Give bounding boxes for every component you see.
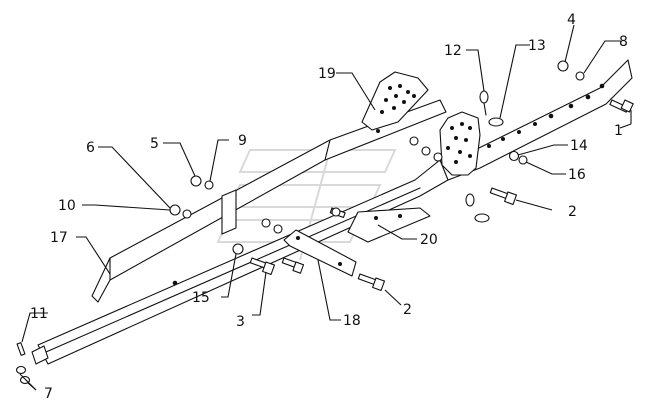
washer-15b xyxy=(261,218,271,228)
nut-15 xyxy=(232,243,244,255)
callout-20: 20 xyxy=(420,232,438,248)
bracket-20 xyxy=(347,207,431,243)
nut-6 xyxy=(169,204,181,216)
web-plate xyxy=(221,189,237,235)
callout-18: 18 xyxy=(343,313,361,329)
beam-holes xyxy=(172,83,605,286)
bracket-18 xyxy=(283,229,357,277)
nut-center xyxy=(331,207,341,217)
eye-bolt-lower xyxy=(465,193,475,207)
nut-5 xyxy=(190,175,202,187)
callout-labels: 1 2 2 3 4 5 6 7 8 9 10 11 12 13 14 15 16… xyxy=(30,12,628,402)
nut-14 xyxy=(508,150,520,162)
step-plate-right xyxy=(439,111,481,176)
bolts xyxy=(249,99,634,292)
callout-16: 16 xyxy=(568,167,586,183)
callout-9: 9 xyxy=(238,133,247,149)
nut-mid-1 xyxy=(409,136,419,146)
washers-7 xyxy=(15,365,31,385)
step-plate-19 xyxy=(361,71,429,131)
callout-13: 13 xyxy=(528,38,546,54)
nut-4 xyxy=(557,60,569,72)
callout-2-right: 2 xyxy=(568,204,577,220)
washer-9 xyxy=(204,180,214,190)
callout-4: 4 xyxy=(567,12,576,28)
callout-3: 3 xyxy=(236,314,245,330)
callout-6: 6 xyxy=(86,140,95,156)
washer-16 xyxy=(518,155,528,165)
callout-19: 19 xyxy=(318,66,336,82)
callout-11: 11 xyxy=(30,306,48,322)
bolt-18 xyxy=(281,257,305,274)
beam-tip xyxy=(16,342,49,365)
nut-mid-3 xyxy=(433,152,443,162)
callout-2-lower: 2 xyxy=(403,302,412,318)
nut-15c xyxy=(273,224,283,234)
callout-5: 5 xyxy=(150,136,159,152)
bolt-2-lower xyxy=(357,273,386,292)
callout-14: 14 xyxy=(570,138,588,154)
nut-mid-2 xyxy=(421,146,431,156)
washer-10 xyxy=(182,209,192,219)
nuts xyxy=(169,60,585,255)
bolt-2-right xyxy=(489,187,518,206)
eye-bolt-lower-nut xyxy=(474,213,490,223)
washer-8 xyxy=(575,71,585,81)
bolt-1 xyxy=(609,99,634,113)
bolt-3 xyxy=(249,257,276,276)
leader-lines xyxy=(19,24,632,391)
callout-8: 8 xyxy=(619,34,628,50)
callout-15: 15 xyxy=(192,290,210,306)
eye-bolt-13 xyxy=(488,117,504,127)
upper-rail xyxy=(91,99,447,303)
callout-17: 17 xyxy=(50,230,68,246)
callout-10: 10 xyxy=(58,198,76,214)
callout-7: 7 xyxy=(44,386,53,402)
callout-12: 12 xyxy=(444,43,462,59)
eye-bolt-12 xyxy=(479,90,489,104)
callout-1: 1 xyxy=(614,123,623,139)
